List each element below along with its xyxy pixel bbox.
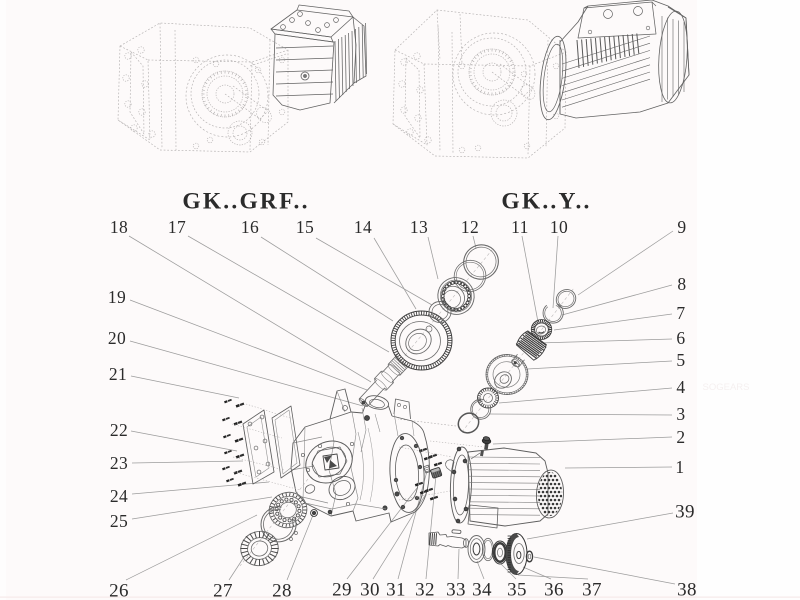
svg-text:33: 33 [446, 580, 466, 600]
svg-text:SOGEARS: SOGEARS [703, 382, 750, 393]
svg-text:13: 13 [410, 217, 428, 237]
svg-text:29: 29 [332, 580, 352, 600]
svg-text:37: 37 [582, 580, 602, 600]
svg-text:GK..GRF..: GK..GRF.. [182, 189, 309, 215]
svg-text:23: 23 [110, 453, 128, 473]
svg-text:8: 8 [677, 274, 686, 294]
svg-text:36: 36 [544, 580, 564, 600]
svg-text:21: 21 [109, 364, 127, 384]
svg-text:32: 32 [415, 580, 435, 600]
svg-text:4: 4 [676, 377, 685, 397]
svg-text:17: 17 [168, 217, 186, 237]
svg-text:3: 3 [676, 404, 685, 424]
svg-text:18: 18 [110, 217, 128, 237]
svg-text:9: 9 [677, 217, 686, 237]
svg-text:22: 22 [110, 420, 128, 440]
svg-text:28: 28 [272, 581, 292, 600]
svg-text:14: 14 [354, 217, 372, 237]
svg-text:31: 31 [386, 580, 406, 600]
svg-text:6: 6 [676, 328, 685, 348]
svg-text:35: 35 [507, 580, 527, 600]
svg-text:27: 27 [213, 581, 233, 600]
svg-text:19: 19 [108, 287, 126, 307]
svg-text:34: 34 [472, 580, 492, 600]
svg-text:12: 12 [461, 217, 479, 237]
svg-text:15: 15 [296, 217, 314, 237]
svg-text:5: 5 [676, 350, 685, 370]
svg-text:10: 10 [550, 217, 568, 237]
svg-text:39: 39 [675, 502, 695, 523]
svg-text:30: 30 [360, 580, 380, 600]
svg-text:20: 20 [108, 328, 126, 348]
svg-text:38: 38 [677, 580, 697, 600]
svg-text:11: 11 [511, 217, 529, 237]
svg-text:16: 16 [241, 217, 259, 237]
svg-text:2: 2 [676, 427, 685, 447]
svg-text:GK..Y..: GK..Y.. [501, 189, 591, 215]
svg-text:1: 1 [675, 457, 684, 477]
svg-text:7: 7 [676, 303, 685, 323]
svg-text:25: 25 [110, 511, 128, 531]
svg-text:26: 26 [109, 581, 129, 600]
svg-text:24: 24 [110, 486, 128, 506]
